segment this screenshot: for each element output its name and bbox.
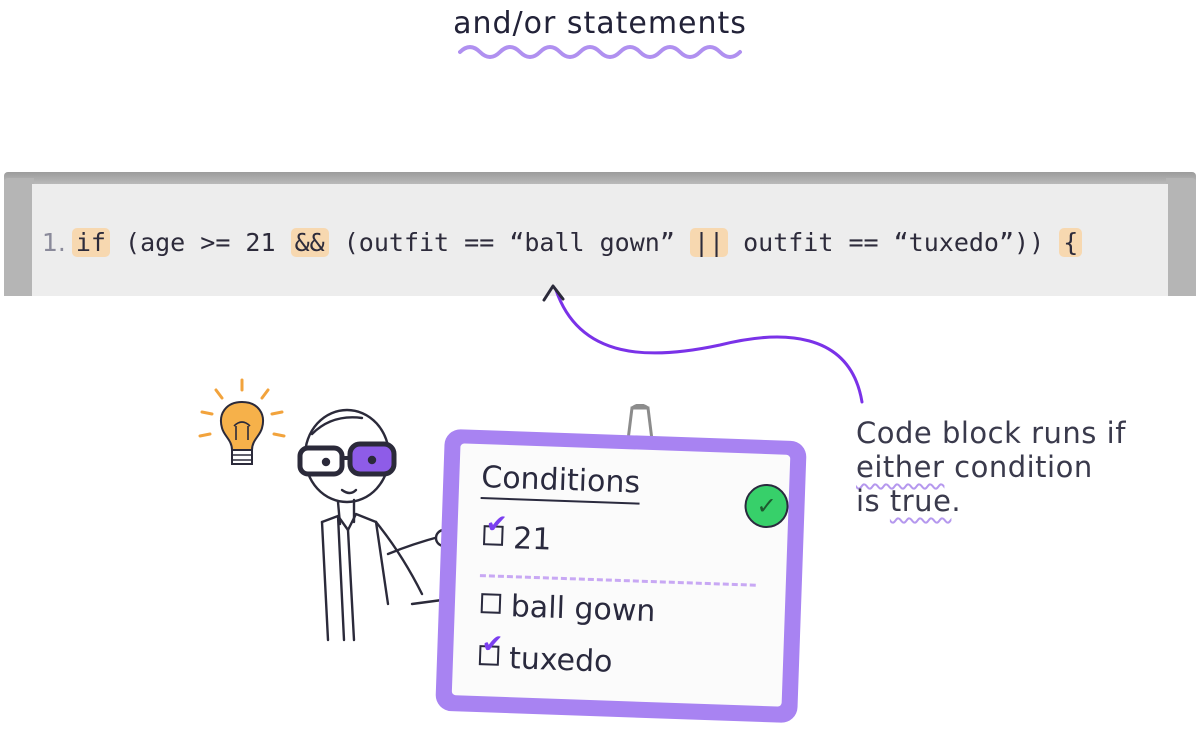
title-squiggle xyxy=(458,45,742,59)
board-edge-right xyxy=(1166,178,1196,296)
condition-item-21: 21 xyxy=(482,520,553,558)
annotation-is: is xyxy=(856,484,890,518)
code-text-2: (outfit == “ball gown” xyxy=(328,228,690,257)
code-text-1: (age >= 21 xyxy=(109,228,291,257)
conditions-heading: Conditions xyxy=(480,460,641,505)
dashed-divider xyxy=(479,574,756,587)
line-number: 1. xyxy=(42,228,66,257)
board-surface xyxy=(32,184,1168,296)
conditions-clipboard: Conditions ✓ 21 ball gown tuxedo xyxy=(435,428,807,724)
open-brace: { xyxy=(1059,228,1083,257)
checkbox-unchecked xyxy=(480,593,502,614)
annotation-true: true xyxy=(889,484,952,518)
board-edge-left xyxy=(4,178,34,296)
code-board xyxy=(4,172,1196,296)
annotation-note: Code block runs if either condition is t… xyxy=(856,416,1156,518)
annotation-line-3: is true. xyxy=(856,484,1156,518)
checkbox-checked xyxy=(478,645,500,666)
annotation-condition: condition xyxy=(944,450,1093,484)
operator-and: && xyxy=(290,228,329,257)
condition-label: 21 xyxy=(512,521,553,558)
lightbulb-icon xyxy=(198,378,286,465)
condition-label: ball gown xyxy=(510,589,656,630)
code-line: 1.if (age >= 21 && (outfit == “ball gown… xyxy=(42,226,1083,260)
annotation-line-1: Code block runs if xyxy=(856,416,1126,450)
check-badge-icon: ✓ xyxy=(743,483,790,529)
code-text-3: outfit == “tuxedo”)) xyxy=(728,228,1060,257)
annotation-either: either xyxy=(856,450,945,484)
clipboard-paper: Conditions ✓ 21 ball gown tuxedo xyxy=(451,443,791,707)
condition-label: tuxedo xyxy=(508,641,614,680)
keyword-if: if xyxy=(71,228,110,257)
page-title: and/or statements xyxy=(453,6,747,41)
operator-or: || xyxy=(689,228,729,257)
person-illustration xyxy=(297,408,454,642)
condition-item-tuxedo: tuxedo xyxy=(478,640,613,680)
annotation-period: . xyxy=(951,484,962,518)
annotation-line-2: either condition xyxy=(856,450,1156,484)
condition-item-ball-gown: ball gown xyxy=(480,588,656,629)
checkbox-checked xyxy=(482,525,504,546)
